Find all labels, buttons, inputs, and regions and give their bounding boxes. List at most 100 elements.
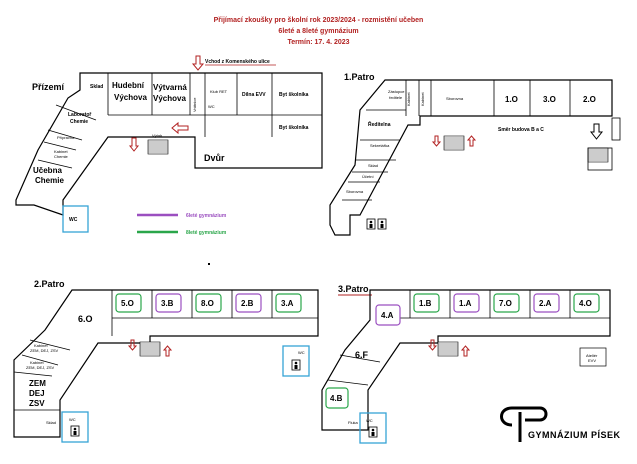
room-atelier: Ateliér [586, 353, 598, 358]
floor-1-title: 1.Patro [344, 72, 375, 82]
room-wc-2b: WC [69, 417, 76, 422]
courtyard-label: Dvůr [204, 153, 225, 163]
room-klub: Klub RET [210, 89, 228, 94]
ground-floor: Přízemí Sklad Hudební Výchova Výtvarná V… [15, 55, 323, 233]
room-sborovna-2: Sborovna [346, 189, 364, 194]
room-dej: DEJ [29, 389, 45, 398]
room-lab-2: Chemie [70, 119, 88, 125]
wc-icon [70, 425, 80, 437]
room-4o: 4.O [579, 299, 592, 308]
room-reditelna: Ředitelna [368, 120, 391, 128]
room-fluka: Fluka [348, 420, 359, 425]
room-ucebna: Učebna [33, 166, 62, 175]
room-6o: 6.O [78, 314, 93, 324]
room-zastupce: Zástupce [388, 89, 405, 94]
room-lab: Laboratoř [68, 112, 91, 118]
room-kabinet-a: Kabinet [34, 343, 48, 348]
room-3b: 3.B [161, 299, 174, 308]
room-vytah: Výtah [152, 133, 162, 138]
room-wc-2a: WC [298, 350, 305, 355]
room-kabinet-1: Kabinet [406, 92, 411, 106]
room-vytvarna-2: Výchova [153, 94, 186, 103]
header-date: Termín: 17. 4. 2023 [287, 39, 350, 46]
room-sekretariat: Sekretářka [370, 143, 390, 148]
room-4a: 4.A [381, 311, 394, 320]
arrow-left-icon [171, 121, 189, 135]
floor-3: 3.Patro 4.A 1.B 1.A 7.O 2.A 4.O 6.F 4.B … [321, 284, 611, 444]
arrow-up-icon [466, 135, 477, 147]
arrow-entrance-icon [191, 55, 205, 71]
arrow-up-icon [460, 345, 471, 357]
stairs [147, 139, 169, 155]
room-vratnice: Vrátnice [192, 97, 197, 112]
logo-mark-icon [500, 406, 548, 427]
room-5o: 5.O [121, 299, 134, 308]
room-wc-small: WC [208, 104, 215, 109]
legend-six-year: 6leté gymnázium [186, 213, 227, 219]
room-vytvarna: Výtvarná [153, 83, 187, 92]
room-pripravna: Přípravna [57, 135, 75, 140]
room-byt-2: Byt školníka [279, 125, 309, 131]
room-wc: WC [69, 217, 78, 223]
school-logo: GYMNÁZIUM PÍSEK [500, 406, 621, 442]
direction-label: Směr budova B a C [498, 127, 544, 133]
room-dilna: Dílna EVV [242, 92, 266, 98]
wc-highlight [62, 205, 89, 233]
legend: 6leté gymnázium 8leté gymnázium [137, 213, 227, 236]
room-zastupce-2: ředitele [389, 95, 403, 100]
entrance-label: Vchod z Komenského ulice [205, 59, 270, 65]
room-wc-3: WC [366, 418, 373, 423]
room-2a: 2.A [539, 299, 552, 308]
room-hudebni-2: Výchova [114, 93, 147, 102]
room-zem: ZEM [29, 379, 46, 388]
room-3a: 3.A [281, 299, 294, 308]
room-byt-1: Byt školníka [279, 92, 309, 98]
floor-2-stairs [139, 341, 161, 357]
arrow-down-icon [431, 135, 442, 147]
room-sklad: Sklad [90, 84, 103, 90]
room-kabinet-a-2: ZEM, DEJ, ZSV [30, 348, 59, 353]
floor-3-stairs [437, 341, 459, 357]
room-8o: 8.O [201, 299, 214, 308]
room-kabinet-2: Kabinet [420, 92, 425, 106]
arrow-down-icon [589, 123, 604, 140]
wc-icon [291, 359, 301, 371]
room-4b: 4.B [330, 394, 343, 403]
room-kabinet-b: Kabinet [30, 360, 44, 365]
room-zsv: ZSV [29, 399, 45, 408]
wc-icon [366, 218, 376, 230]
ground-floor-title: Přízemí [32, 82, 65, 92]
logo-text: GYMNÁZIUM PÍSEK [528, 430, 621, 440]
floor-1: 1.Patro Zástupce ředitele Kabinet Kabine… [329, 72, 621, 236]
room-3o: 3.O [543, 95, 556, 104]
arrow-down-icon [128, 137, 140, 152]
floor-1-stairs-right [587, 147, 609, 163]
room-kabinet-b-2: ZEM, DEJ, ZSV [26, 365, 55, 370]
floor-2: 2.Patro 6.O 5.O 3.B 8.O 2.B 3.A Kabinet … [13, 279, 319, 443]
room-ucetni: Účetní [362, 174, 374, 179]
room-7o: 7.O [499, 299, 512, 308]
floor-1-stairs [443, 135, 465, 151]
room-2b: 2.B [241, 299, 254, 308]
floor-3-title: 3.Patro [338, 284, 369, 294]
room-kabinet: Kabinet [54, 149, 68, 154]
header-subtitle: 6leté a 8leté gymnázium [278, 28, 359, 35]
room-sklad-1: Sklad [368, 163, 378, 168]
arrow-down-icon [127, 339, 138, 351]
room-kabinet-2: Chemie [54, 154, 69, 159]
room-6f: 6.F [355, 350, 369, 360]
arrow-up-icon [162, 345, 173, 357]
wc-icon [377, 218, 387, 230]
room-atelier-2: EVV [588, 358, 596, 363]
room-sklad-2: Sklad [46, 420, 56, 425]
room-sborovna-1: Sborovna [446, 96, 464, 101]
wc-icon [368, 426, 378, 438]
room-1a: 1.A [459, 299, 472, 308]
floor-2-title: 2.Patro [34, 279, 65, 289]
legend-eight-year: 8leté gymnázium [186, 230, 227, 236]
room-1o: 1.O [505, 95, 518, 104]
header-title: Přijímací zkoušky pro školní rok 2023/20… [213, 17, 424, 24]
room-2o: 2.O [583, 95, 596, 104]
room-1b: 1.B [419, 299, 432, 308]
